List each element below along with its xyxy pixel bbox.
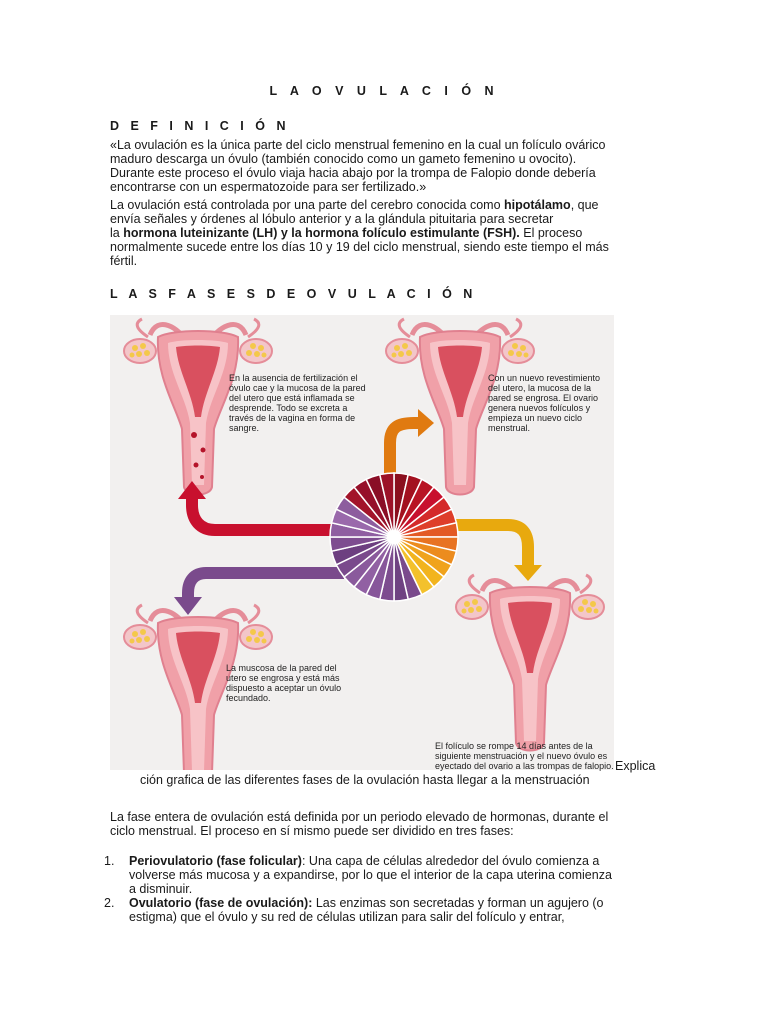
uterus-ovulation xyxy=(456,575,604,751)
list-item: 2. Ovulatorio (fase de ovulación): Las e… xyxy=(104,896,604,924)
section-heading-fases: L A S F A S E S D E O V U L A C I Ó N xyxy=(110,287,477,301)
text-line: ciclo menstrual. El proceso en sí mismo … xyxy=(110,824,514,838)
text-line: La ovulación está controlada por una par… xyxy=(110,198,599,212)
note-thickened-lining: La muscosa de la pared del utero se engr… xyxy=(226,663,342,703)
cycle-illustration xyxy=(110,315,614,770)
figure-caption-start: Explica xyxy=(615,759,656,773)
note-follicle-rupture: El folículo se rompe 14 días antes de la… xyxy=(435,741,614,771)
list-item: 1. Periovulatorio (fase folicular): Una … xyxy=(104,854,612,896)
figure-caption: ción grafica de las diferentes fases de … xyxy=(140,773,590,787)
text-line: La fase entera de ovulación está definid… xyxy=(110,810,609,824)
text-line: la hormona luteinizante (LH) y la hormon… xyxy=(110,226,583,240)
page-title: L A O V U L A C I Ó N xyxy=(269,84,499,98)
red-arrow xyxy=(186,497,332,536)
yellow-arrow xyxy=(450,519,534,567)
text-line: «La ovulación es la única parte del cicl… xyxy=(110,138,606,152)
definition-quote: «La ovulación es la única parte del cicl… xyxy=(110,138,658,194)
phases-list: 1. Periovulatorio (fase folicular): Una … xyxy=(104,854,658,924)
text-line: Durante este proceso el óvulo viaja haci… xyxy=(110,166,596,180)
note-new-lining: Con un nuevo revestimiento del utero, la… xyxy=(488,373,601,433)
note-menstruation: En la ausencia de fertilización el óvulo… xyxy=(229,373,366,433)
phases-intro: La fase entera de ovulación está definid… xyxy=(110,810,658,838)
ovulation-cycle-figure: En la ausencia de fertilización el óvulo… xyxy=(110,315,614,771)
section-heading-definicion: D E F I N I C I Ó N xyxy=(110,119,290,133)
cycle-wheel xyxy=(329,472,459,602)
text-line: maduro descarga un óvulo (también conoci… xyxy=(110,152,577,166)
text-line: envía señales y órdenes al lóbulo anteri… xyxy=(110,212,554,226)
text-line: normalmente sucede entre los días 10 y 1… xyxy=(110,240,609,254)
text-line: encontrarse con un espermatozoide para s… xyxy=(110,180,427,194)
wheel-center xyxy=(388,531,400,543)
text-line: fértil. xyxy=(110,254,138,268)
wheel-segment xyxy=(378,472,395,538)
orange-arrow xyxy=(384,417,420,485)
purple-arrow xyxy=(182,567,344,599)
definition-paragraph: La ovulación está controlada por una par… xyxy=(110,198,658,268)
